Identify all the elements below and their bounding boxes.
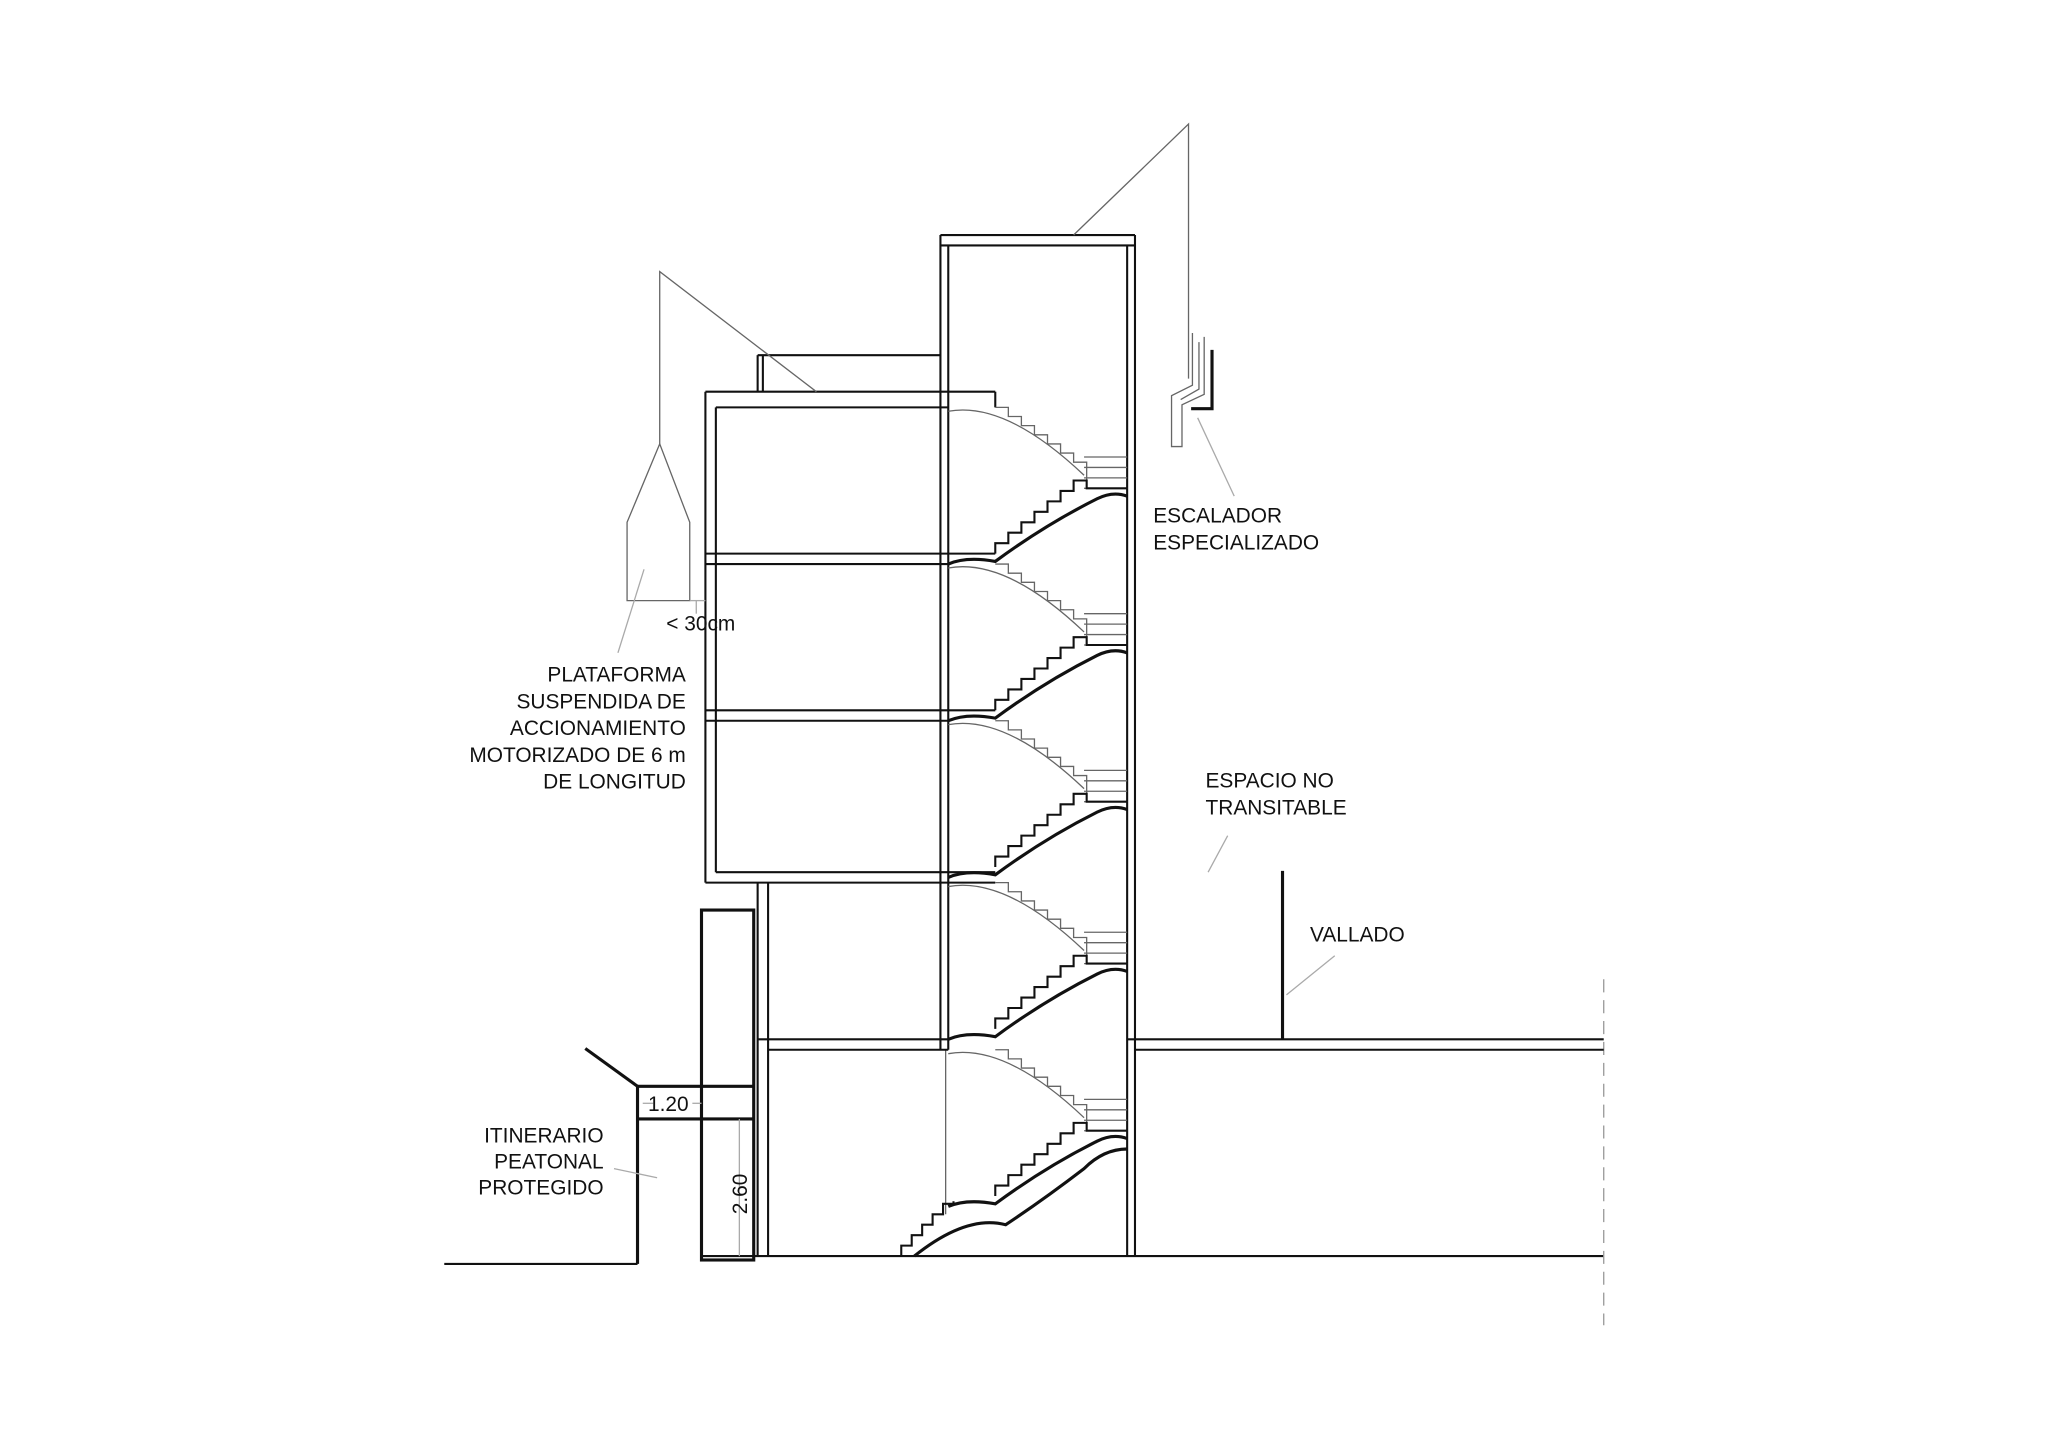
leader-line	[1286, 955, 1336, 996]
dimension-width: 1.20	[648, 1093, 689, 1116]
platform-crane	[626, 270, 817, 614]
leader-line	[617, 569, 645, 654]
label-vallado: VALLADO	[1310, 923, 1405, 946]
top-crane	[1073, 122, 1190, 379]
stair-flight	[948, 722, 1085, 790]
stair-flight	[995, 563, 1088, 638]
stair-flight	[948, 884, 1085, 952]
stair-flight	[995, 1049, 1088, 1123]
stair-flight	[994, 792, 1128, 867]
suspended-platform	[704, 354, 997, 884]
stair-flight	[994, 479, 1128, 554]
leader-line	[1197, 417, 1235, 497]
climber-figure	[1170, 332, 1214, 448]
pedestrian-walkway	[584, 908, 756, 1264]
lower-structure	[756, 882, 1604, 1257]
stair-flight	[948, 409, 1085, 476]
stair-tower	[939, 233, 1137, 1257]
stair-flight	[994, 636, 1128, 711]
stair-flight	[947, 1134, 1128, 1208]
stair-flight	[994, 954, 1128, 1029]
stair-flight	[948, 566, 1085, 633]
stair-flight	[947, 492, 1128, 566]
stair-flight	[995, 881, 1088, 956]
stair-flight	[948, 1051, 1085, 1119]
stair-flight	[995, 720, 1088, 794]
stairs	[900, 406, 1128, 1258]
stair-flight	[947, 967, 1128, 1041]
stair-flight	[947, 805, 1128, 879]
stair-flight	[995, 406, 1088, 481]
stair-flight	[913, 1147, 1128, 1258]
leader-line	[1207, 835, 1229, 873]
leader-line	[613, 1167, 658, 1179]
stair-flight	[947, 649, 1128, 723]
stair-flight	[994, 1121, 1128, 1197]
stair-flight	[900, 1201, 955, 1257]
dimension-height: 2.60	[729, 1174, 752, 1215]
label-gap: < 30cm	[666, 613, 735, 636]
